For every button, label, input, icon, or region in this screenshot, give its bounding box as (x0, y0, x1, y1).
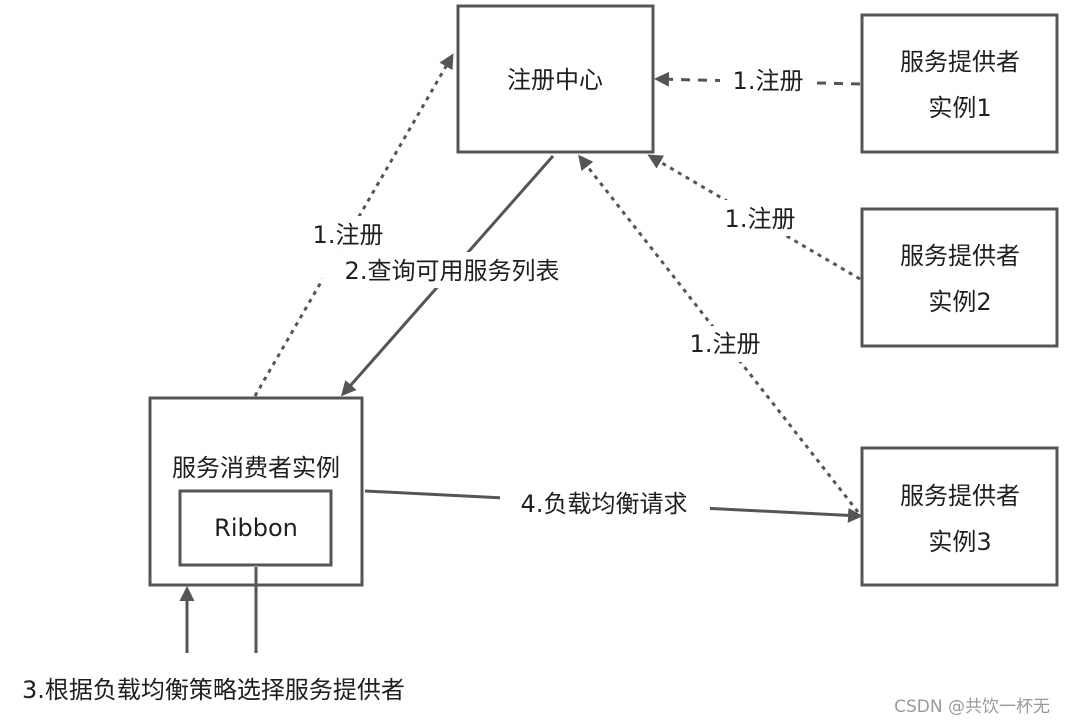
provider3-box (860, 446, 1059, 587)
label-select-strategy: 3.根据负载均衡策略选择服务提供者 (22, 676, 405, 704)
ribbon-box (178, 489, 333, 567)
provider2-label-line1: 服务提供者 (900, 242, 1020, 270)
watermark: CSDN @共饮一杯无 (894, 697, 1050, 717)
provider1-label-line1: 服务提供者 (900, 48, 1020, 76)
provider3-label-line2: 实例3 (928, 528, 991, 556)
provider3-label-line1: 服务提供者 (900, 482, 1020, 510)
provider2-label-line2: 实例2 (928, 288, 991, 316)
provider2-box (860, 207, 1059, 348)
label-register-p3: 1.注册 (690, 330, 761, 358)
provider1-box (860, 13, 1059, 154)
label-lb-request: 4.负载均衡请求 (521, 490, 688, 518)
registry-label: 注册中心 (507, 66, 603, 94)
label-register-p1: 1.注册 (733, 67, 804, 95)
label-register-consumer: 1.注册 (313, 221, 384, 249)
consumer-label: 服务消费者实例 (172, 454, 340, 482)
registry-box (456, 4, 655, 154)
label-query-list: 2.查询可用服务列表 (345, 257, 560, 285)
label-register-p2: 1.注册 (725, 205, 796, 233)
ribbon-label: Ribbon (214, 514, 298, 542)
edge-register-consumer (253, 53, 454, 397)
provider1-label-line2: 实例1 (928, 94, 991, 122)
